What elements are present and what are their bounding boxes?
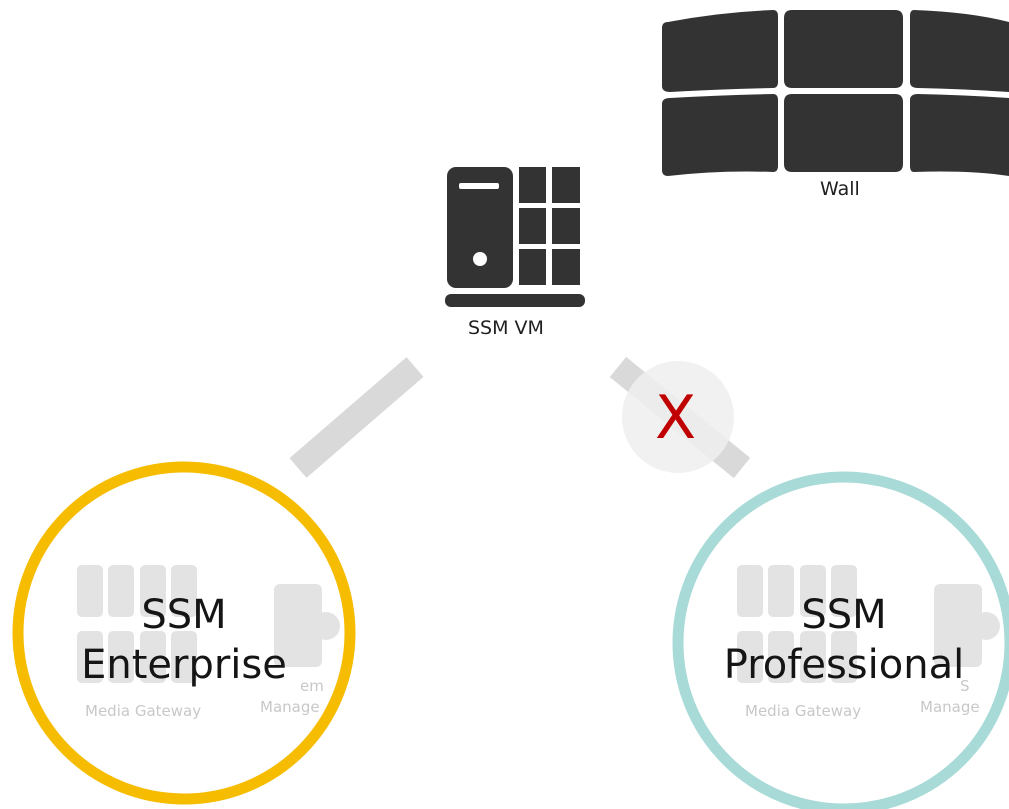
- blocked-mark: X: [655, 383, 697, 453]
- server-vm-icon: [445, 167, 585, 307]
- connector-vm-enterprise: [289, 357, 424, 478]
- professional-title: SSM Professional: [694, 590, 994, 690]
- professional-manager-label-b: Manage: [920, 698, 980, 716]
- professional-gateway-label: Media Gateway: [745, 702, 862, 720]
- enterprise-gateway-label: Media Gateway: [85, 702, 202, 720]
- media-gateway-icon: [77, 565, 197, 683]
- professional-manager-label-a: S: [960, 677, 970, 695]
- enterprise-title: SSM Enterprise: [34, 590, 334, 690]
- system-manager-icon: [934, 584, 1000, 667]
- enterprise-title-line2: Enterprise: [81, 642, 287, 688]
- professional-title-line2: Professional: [723, 642, 965, 688]
- wall-label: Wall: [820, 178, 860, 200]
- enterprise-title-line1: SSM: [141, 592, 227, 638]
- vm-label: SSM VM: [468, 317, 544, 339]
- enterprise-manager-label-b: Manage: [260, 698, 320, 716]
- system-manager-icon: [274, 584, 340, 667]
- video-wall-icon: [662, 10, 1009, 176]
- media-gateway-icon: [737, 565, 857, 683]
- blocked-badge: [622, 361, 734, 473]
- professional-title-line1: SSM: [801, 592, 887, 638]
- enterprise-manager-label-a: em: [300, 677, 324, 695]
